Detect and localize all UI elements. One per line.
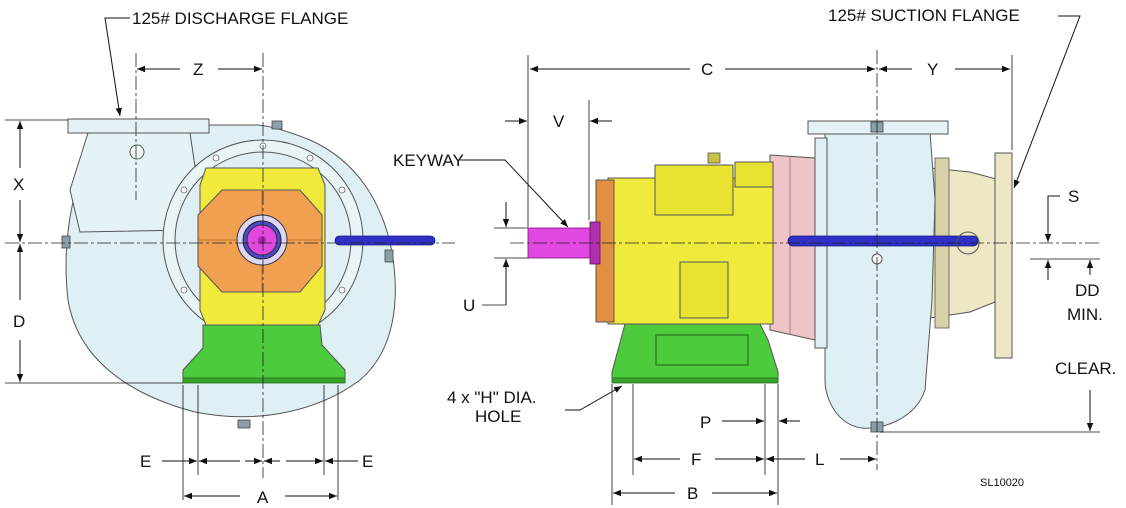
- flange-bolt-icon: [129, 144, 145, 160]
- hole-note-line1: 4 x "H" DIA.: [447, 388, 537, 407]
- suction-flange-label: 125# SUCTION FLANGE: [828, 6, 1020, 25]
- front-dimensions: [5, 17, 358, 500]
- dim-b-label: B: [687, 484, 698, 503]
- dim-a-label: A: [257, 488, 269, 507]
- dim-s-label: S: [1068, 187, 1079, 206]
- dim-dd-clear-label: CLEAR.: [1055, 359, 1116, 378]
- hole-note-line2: HOLE: [475, 407, 521, 426]
- discharge-flange-front: [67, 118, 210, 134]
- side-flush-pipe: [787, 235, 979, 247]
- dim-e-right-label: E: [362, 452, 373, 471]
- front-view: [61, 118, 436, 429]
- drawing-id: SL10020: [980, 477, 1024, 489]
- dim-x-label: X: [13, 175, 24, 194]
- side-volute-casing: [824, 131, 936, 429]
- front-motor-base: [182, 324, 346, 383]
- dim-d-label: D: [13, 312, 25, 331]
- side-pink-adapter: [769, 154, 816, 341]
- side-dimensions: [460, 15, 1100, 505]
- dim-c-label: C: [701, 60, 713, 79]
- dim-dd-min-label: MIN.: [1067, 305, 1103, 324]
- dim-p-label: P: [700, 413, 711, 432]
- dim-dd-label: DD: [1075, 281, 1100, 300]
- dim-y-label: Y: [927, 60, 938, 79]
- dim-l-label: L: [815, 450, 824, 469]
- keyway-label: KEYWAY: [393, 151, 464, 170]
- discharge-flange-label: 125# DISCHARGE FLANGE: [132, 9, 348, 28]
- side-view: [527, 120, 1013, 433]
- side-terminal-box: [679, 261, 729, 319]
- dim-v-label: V: [553, 112, 565, 131]
- dim-f-label: F: [691, 450, 701, 469]
- dim-z-label: Z: [193, 60, 203, 79]
- dim-u-label: U: [463, 296, 475, 315]
- dim-e-left-label: E: [140, 452, 151, 471]
- front-flush-pipe: [334, 235, 436, 246]
- suction-flange-side: [994, 152, 1013, 359]
